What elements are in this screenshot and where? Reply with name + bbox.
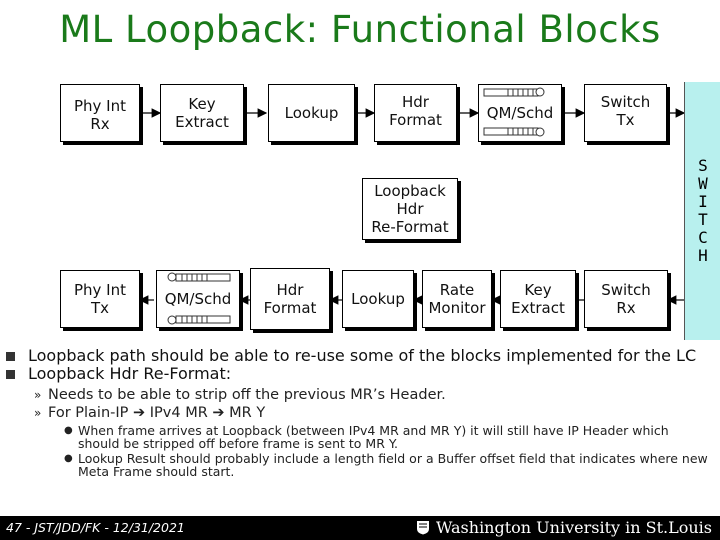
slide-number-info: 47 - JST/JDD/FK - 12/31/2021 xyxy=(6,520,185,535)
square-bullet-icon xyxy=(6,370,15,379)
sub-sub-bullet-item: ● Lookup Result should probably include … xyxy=(64,451,708,479)
sub-bullet-item: » For Plain-IP ➔ IPv4 MR ➔ MR Y xyxy=(34,405,266,421)
university-name: Washington University in St.Louis xyxy=(435,518,712,537)
block-lookup-top: Lookup xyxy=(268,84,355,142)
dot-bullet-icon: ● xyxy=(64,453,73,464)
bullet-list: Loopback path should be able to re-use s… xyxy=(6,348,712,478)
block-lookup-bottom: Lookup xyxy=(342,270,414,328)
block-hdr-format-bottom: Hdr Format xyxy=(250,268,330,330)
guillemet-bullet-icon: » xyxy=(34,406,42,420)
bullet-item: Loopback Hdr Re-Format: xyxy=(6,366,712,382)
university-logo: Washington University in St.Louis xyxy=(416,518,712,537)
sub-sub-bullet-item: ● When frame arrives at Loopback (betwee… xyxy=(64,423,669,451)
block-phy-int-tx: Phy Int Tx xyxy=(60,270,140,328)
footer-bar: 47 - JST/JDD/FK - 12/31/2021 Washington … xyxy=(0,516,720,540)
square-bullet-icon xyxy=(6,352,15,361)
block-phy-int-rx: Phy Int Rx xyxy=(60,84,140,142)
switch-block: S W I T C H xyxy=(684,82,720,340)
shield-icon xyxy=(416,521,429,535)
block-switch-rx: Switch Rx xyxy=(584,270,668,328)
guillemet-bullet-icon: » xyxy=(34,388,42,402)
queue-icon xyxy=(167,272,231,325)
block-switch-tx: Switch Tx xyxy=(584,84,667,142)
block-hdr-format-top: Hdr Format xyxy=(374,84,457,142)
block-key-extract-bottom: Key Extract xyxy=(500,270,576,328)
dot-bullet-icon: ● xyxy=(64,425,73,436)
slide-title: ML Loopback: Functional Blocks xyxy=(59,8,661,51)
block-key-extract-top: Key Extract xyxy=(160,84,244,142)
queue-icon xyxy=(483,87,545,137)
block-loopback-hdr-reformat: Loopback Hdr Re-Format xyxy=(362,178,458,240)
block-rate-monitor: Rate Monitor xyxy=(422,270,492,328)
sub-bullet-item: » Needs to be able to strip off the prev… xyxy=(34,387,446,403)
bullet-item: Loopback path should be able to re-use s… xyxy=(6,348,712,364)
